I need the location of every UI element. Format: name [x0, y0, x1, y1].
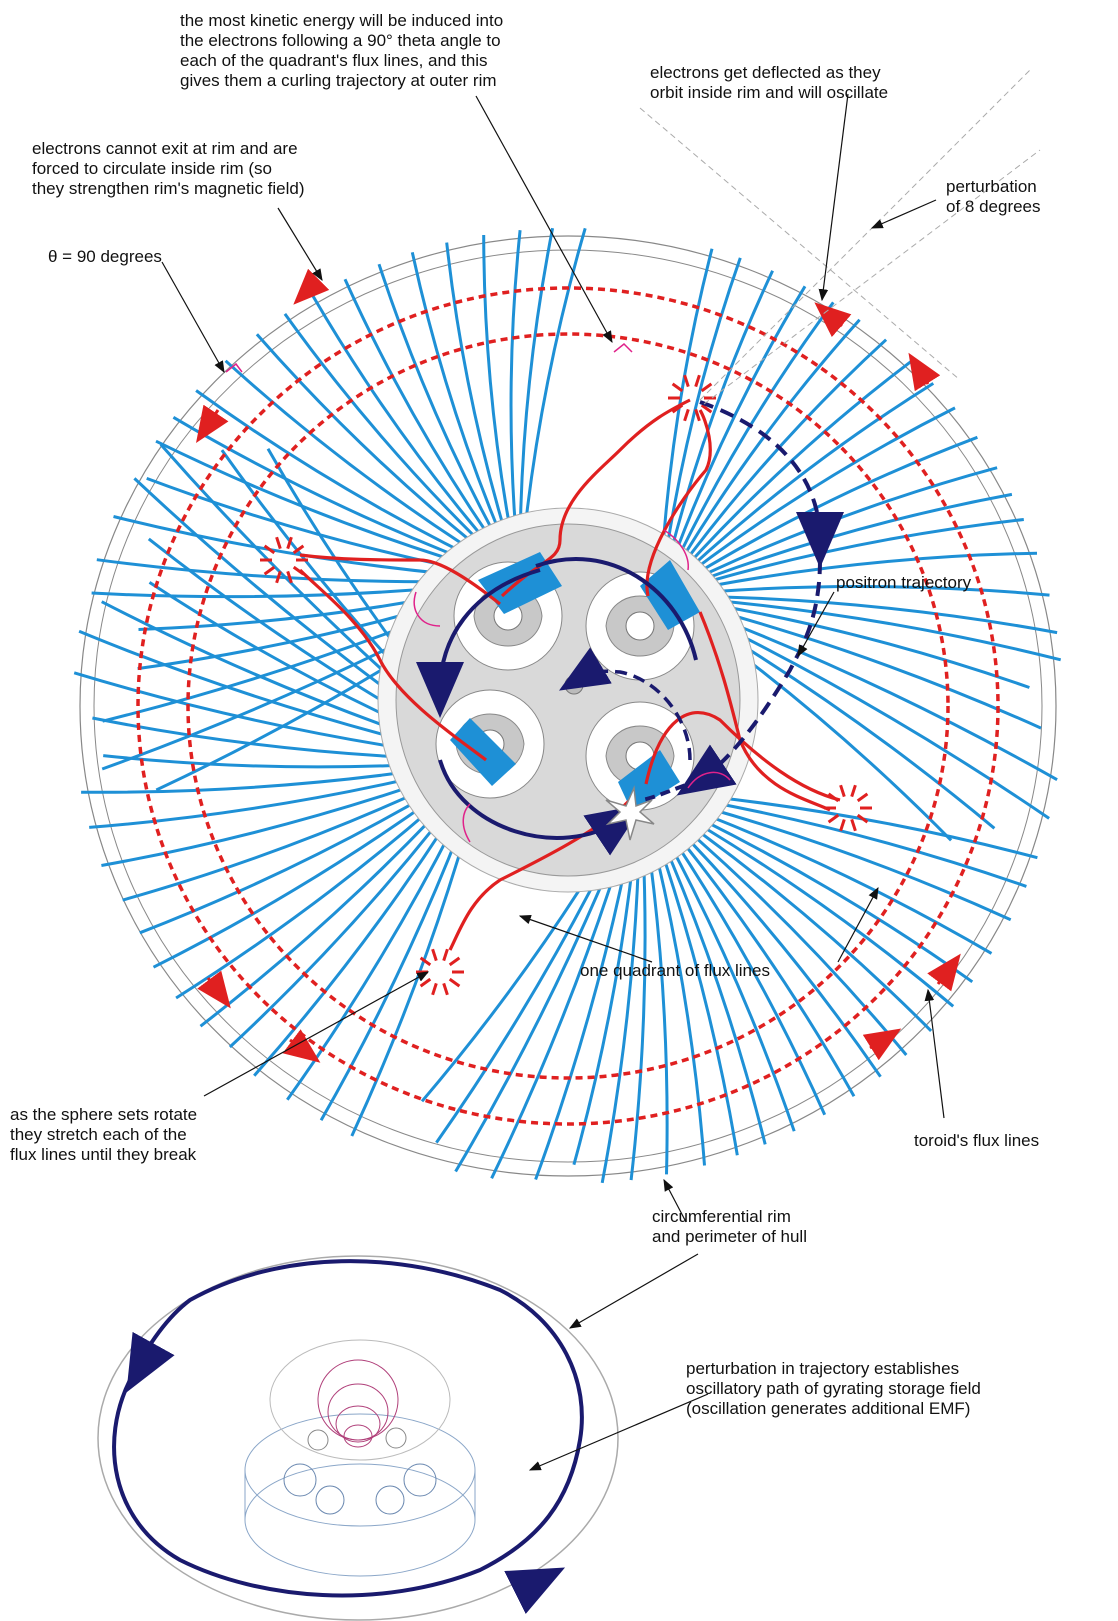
- electron-orbit-inner: [186, 332, 950, 1080]
- orbit-arrow: [197, 970, 231, 1009]
- positron-trajectory: [416, 400, 844, 856]
- flux-break-burst: [260, 536, 308, 584]
- inner-rim: [93, 249, 1043, 1163]
- electron-orbit-outer: [136, 286, 1000, 1126]
- flux-break-burst: [824, 784, 872, 832]
- curling-arrows: [225, 342, 731, 843]
- bottom-hull-outer: [97, 1255, 619, 1621]
- electron-orbit-arrows: [196, 268, 961, 1063]
- magnet-block: [640, 560, 700, 630]
- magnet-block: [450, 718, 516, 786]
- bottom-orbit: [112, 1259, 584, 1598]
- outer-rim: [79, 235, 1057, 1177]
- central-hub: [395, 523, 741, 877]
- magnet-block: [478, 552, 562, 614]
- label-toroid: toroid's flux lines: [914, 1131, 1039, 1150]
- orbit-arrow: [814, 302, 852, 338]
- orbit-arrow: [293, 268, 330, 305]
- bottom-orbit-arrow: [126, 1331, 175, 1393]
- leader-lines: [161, 93, 945, 1471]
- label-theta: θ = 90 degrees: [48, 247, 162, 266]
- perturbation-guides: [639, 69, 1041, 405]
- label-kinetic: the most kinetic energy will be induced …: [180, 11, 503, 90]
- sphere-core: [625, 611, 655, 641]
- flux-break-bursts: [260, 374, 872, 996]
- orbit-arrow: [862, 1028, 902, 1061]
- label-positron: positron trajectory: [836, 573, 972, 592]
- orbit-arrow: [908, 352, 941, 392]
- flux-break-burst: [416, 948, 464, 996]
- orbit-arrow: [927, 953, 961, 992]
- orbit-arrow: [196, 404, 229, 443]
- annotation-labels: the most kinetic energy will be induced …: [10, 11, 1041, 1418]
- orbit-arrow: [282, 1029, 321, 1063]
- label-quadrant: one quadrant of flux lines: [580, 961, 770, 980]
- bottom-orbit-arrow: [504, 1567, 566, 1614]
- bottom-toroid-device: [244, 1339, 476, 1577]
- flux-break-burst: [668, 374, 716, 422]
- hub-center: [564, 675, 584, 695]
- collision-star: [605, 785, 655, 841]
